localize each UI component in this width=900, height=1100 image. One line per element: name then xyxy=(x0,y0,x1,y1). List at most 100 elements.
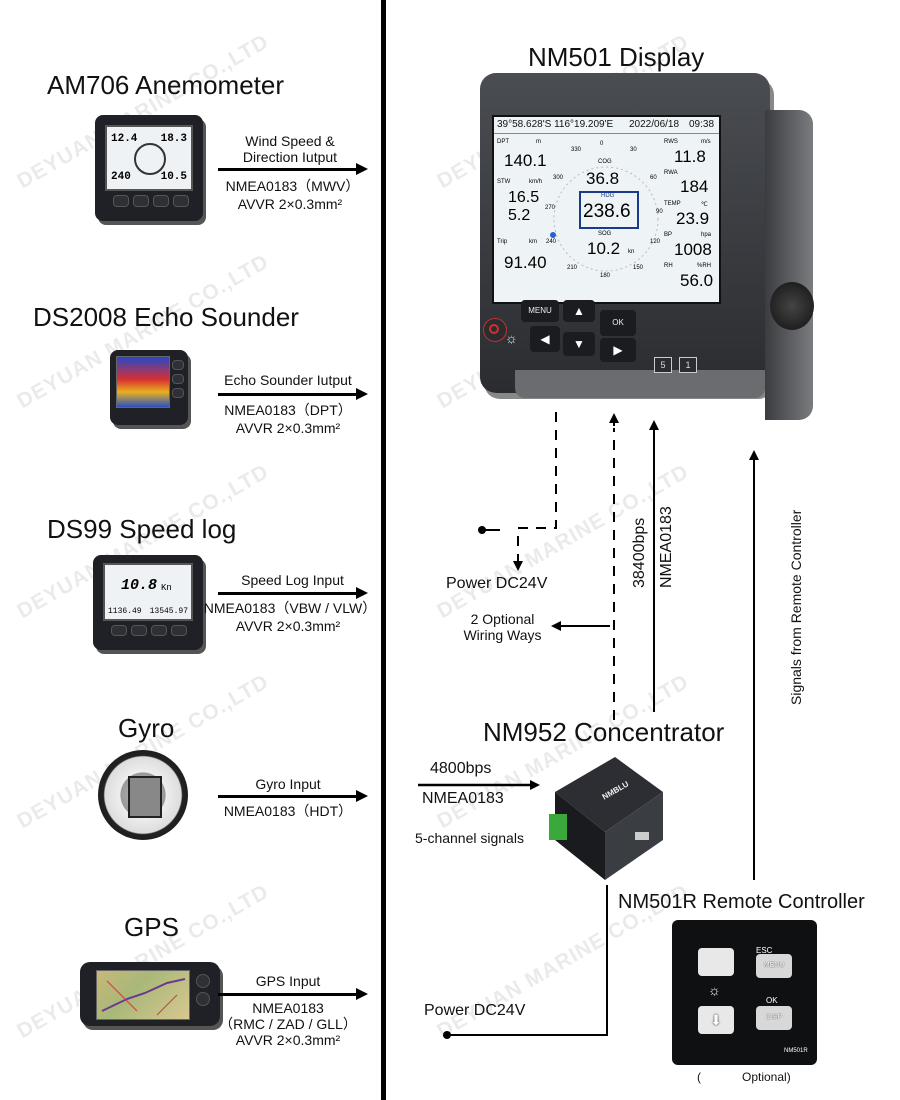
remote-disp-label: DISP xyxy=(765,1014,783,1021)
gyro-compass-icon xyxy=(98,750,188,840)
display-title: NM501 Display xyxy=(528,42,705,72)
speed-log-protocol: NMEA0183（VBW / VLW） xyxy=(203,600,377,616)
anemometer-value: 18.3 xyxy=(160,133,187,145)
trip-unit: km xyxy=(529,239,537,245)
bp-value: 1008 xyxy=(674,240,712,259)
device-button xyxy=(172,388,184,398)
optional-paren: ( xyxy=(697,1070,701,1084)
stw-value: 5.2 xyxy=(508,207,531,224)
echo-sounder-protocol: NMEA0183（DPT） xyxy=(224,402,352,418)
remote-title: NM501R Remote Controller xyxy=(618,891,865,913)
stw-value: 16.5 xyxy=(508,189,540,206)
gps-map-screen xyxy=(96,970,190,1020)
up-arrow-button[interactable]: ▲ xyxy=(563,300,595,322)
dial-tick: 180 xyxy=(600,273,611,279)
power-button[interactable] xyxy=(483,318,507,342)
rwa-value: 184 xyxy=(680,177,709,196)
gps-route-icon xyxy=(101,978,186,1016)
concentrator-title: NM952 Concentrator xyxy=(483,717,725,747)
remote-disp-button[interactable]: DISP xyxy=(756,1006,792,1030)
stw-unit: km/h xyxy=(529,179,543,185)
speed-log-cable: AVVR 2×0.3mm² xyxy=(235,618,341,634)
power-label-top: Power DC24V xyxy=(446,575,548,592)
bp-unit: hpa xyxy=(701,232,712,238)
left-arrow-button[interactable]: ◀ xyxy=(530,326,560,352)
gps-title: GPS xyxy=(124,912,179,942)
bp-label: BP xyxy=(664,232,673,238)
device-button xyxy=(151,625,167,636)
key-1[interactable]: 1 xyxy=(679,357,697,373)
device-button xyxy=(171,625,187,636)
hdg-label: HDG xyxy=(601,193,615,199)
nm501-screen: 39°58.628'S 116°19.209'E 2022/06/18 09:3… xyxy=(492,115,721,304)
baud-label: 38400bps xyxy=(631,517,648,588)
device-button xyxy=(131,625,147,636)
dpt-label: DPT xyxy=(497,139,509,145)
gyro-title: Gyro xyxy=(118,713,175,743)
remote-menu-button[interactable]: MENU xyxy=(756,954,792,978)
nm952-concentrator-device: NMBLU xyxy=(545,752,665,880)
device-button xyxy=(196,992,210,1006)
anemometer-cable: AVVR 2×0.3mm² xyxy=(237,196,343,212)
dpt-value: 140.1 xyxy=(504,151,547,170)
remote-ok-label: OK xyxy=(766,996,778,1005)
gps-arrow xyxy=(218,988,368,1000)
gyro-protocol: NMEA0183（HDT） xyxy=(223,803,353,819)
power-terminal xyxy=(443,1031,451,1039)
speed-log-title: DS99 Speed log xyxy=(47,514,237,544)
brightness-icon[interactable]: ☼ xyxy=(505,330,518,346)
compass-ring-icon xyxy=(550,166,659,272)
concentrator-baud-label: 4800bps xyxy=(430,760,492,777)
nmea-label: NMEA0183 xyxy=(658,506,675,588)
power-dashed-line xyxy=(517,412,557,560)
speed-log-screen: 10.8 Kn 1136.49 13545.97 xyxy=(103,563,193,621)
dial-tick: 300 xyxy=(553,175,564,181)
concentrator-box-icon xyxy=(549,757,663,880)
column-divider xyxy=(381,0,386,1100)
gyro-center xyxy=(128,776,162,818)
dpt-unit: m xyxy=(536,139,541,145)
anemometer-value: 12.4 xyxy=(111,133,138,145)
cog-value: 36.8 xyxy=(586,169,620,188)
anemometer-arrow xyxy=(218,163,368,175)
dial-tick: 120 xyxy=(650,239,661,245)
gyro-label: Gyro Input xyxy=(255,776,321,792)
temp-value: 23.9 xyxy=(676,209,710,228)
menu-button[interactable]: MENU xyxy=(521,300,559,322)
echo-sounder-device xyxy=(110,350,188,425)
echo-sounder-arrow xyxy=(218,388,368,400)
down-arrow-button[interactable]: ▼ xyxy=(563,332,595,356)
anemometer-screen: 12.4 18.3 240 10.5 xyxy=(105,125,193,191)
gps-label: GPS Input xyxy=(255,973,321,989)
time-readout: 09:38 xyxy=(689,119,715,130)
position-readout: 39°58.628'S 116°19.209'E xyxy=(497,119,614,130)
trip-label: Trip xyxy=(497,239,508,245)
rws-label: RWS xyxy=(664,139,678,145)
gps-sentences: （RMC / ZAD / GLL） xyxy=(219,1016,357,1032)
echo-sounder-label: Echo Sounder Iutput xyxy=(224,372,352,388)
concentrator-power-label: Power DC24V xyxy=(424,1002,526,1019)
concentrator-power-line xyxy=(447,885,608,1036)
device-button xyxy=(111,625,127,636)
ok-button[interactable]: OK xyxy=(600,310,636,336)
dial-tick: 210 xyxy=(567,265,578,271)
dial-tick: 270 xyxy=(545,205,556,211)
device-button xyxy=(196,974,210,988)
right-arrow-button[interactable]: ▶ xyxy=(600,338,636,362)
remote-model-label: NM501R xyxy=(784,1048,808,1054)
rws-value: 11.8 xyxy=(674,147,706,166)
device-button xyxy=(113,195,129,207)
speed-log-arrow xyxy=(218,587,368,599)
remote-down-button[interactable]: ⬇ xyxy=(698,1006,734,1034)
sog-unit: kn xyxy=(628,249,635,255)
temp-unit: ℃ xyxy=(701,202,708,208)
gps-device xyxy=(80,962,220,1026)
device-button xyxy=(173,195,189,207)
power-terminal xyxy=(478,526,486,534)
hdg-value: 238.6 xyxy=(583,201,631,222)
remote-up-button[interactable] xyxy=(698,948,734,976)
rwa-label: RWA xyxy=(664,170,678,176)
heading-dial: 0 30 60 90 120 150 180 210 240 270 300 3… xyxy=(545,139,664,297)
device-button xyxy=(172,374,184,384)
key-5[interactable]: 5 xyxy=(654,357,672,373)
